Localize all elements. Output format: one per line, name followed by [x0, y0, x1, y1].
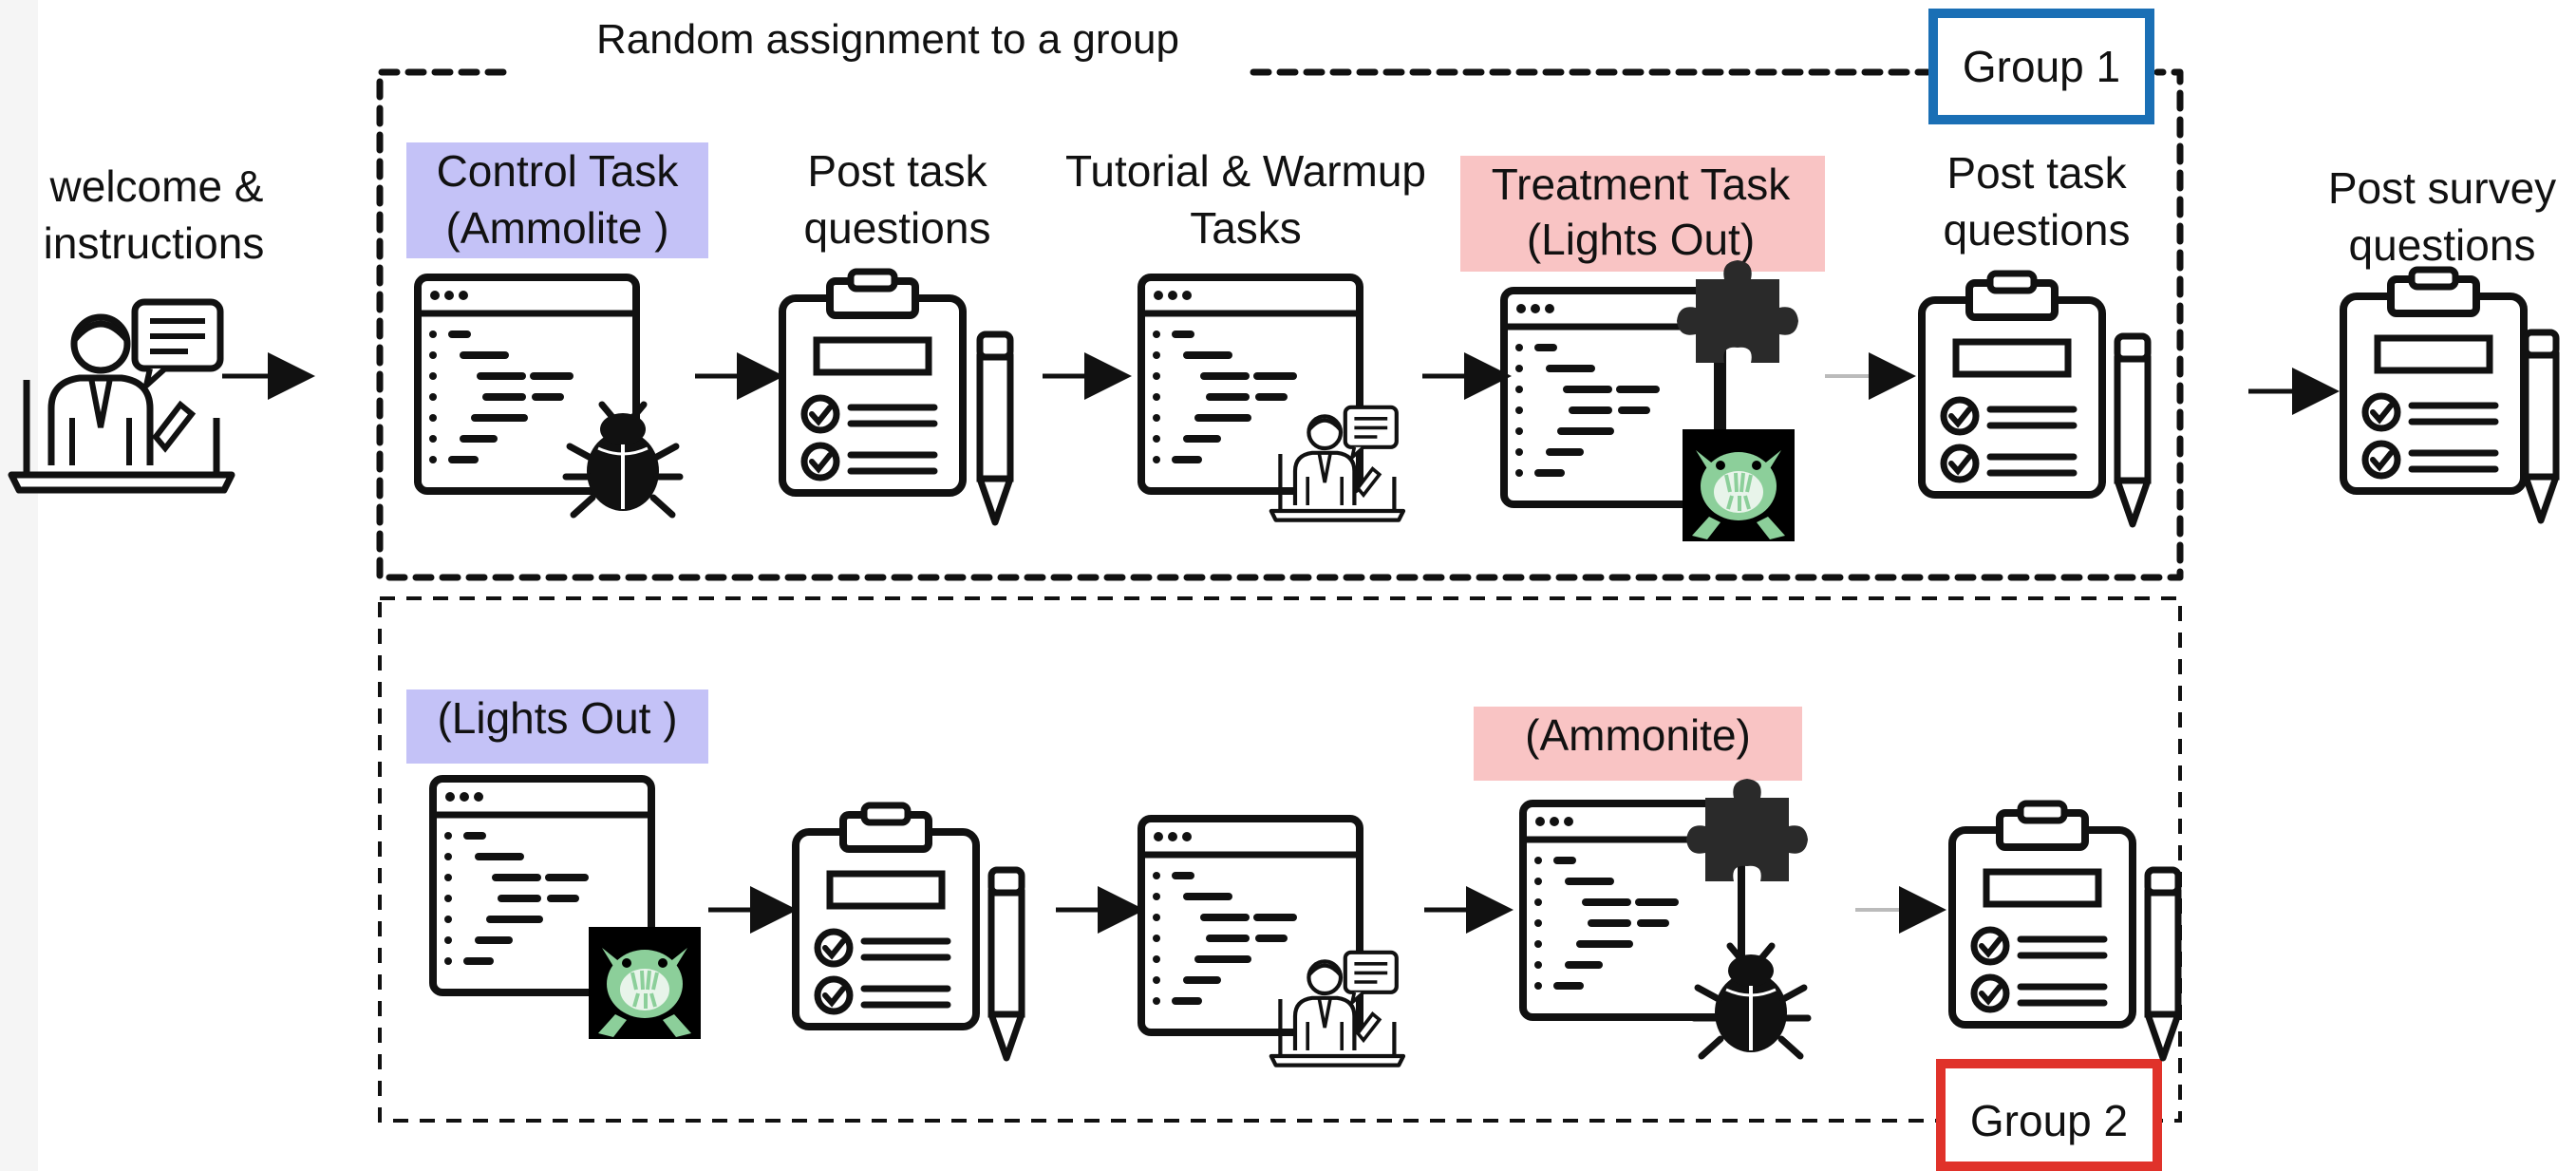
group2-dashed-box: [378, 596, 2182, 1123]
clipboard-checklist-icon: [1952, 803, 2133, 1025]
group1-tag-box: [1928, 9, 2154, 124]
group2-treatment-highlight: [1474, 707, 1802, 781]
pencil-icon: [2117, 336, 2148, 524]
pencil-icon: [991, 870, 1022, 1058]
group2-tag: Group 2: [1970, 1096, 2128, 1145]
pencil-icon: [2526, 332, 2556, 520]
group1-control-line1: Control Task: [437, 146, 680, 196]
group1-treatment-line2: (Lights Out): [1527, 215, 1755, 264]
bug-icon: [566, 405, 680, 515]
group2-control-line1: (Lights Out ): [437, 693, 677, 743]
group1-control-line2: (Ammolite ): [445, 203, 668, 253]
group1-treatment-line1: Treatment Task: [1492, 160, 1791, 209]
group1-post2-line1: Post task: [1946, 148, 2127, 198]
group1-post1-line2: questions: [804, 203, 991, 253]
puzzle-icon: [1686, 779, 1808, 881]
left-margin: [0, 0, 38, 1171]
teacher-laptop-icon: [1271, 948, 1403, 1066]
clipboard-checklist-icon: [782, 272, 963, 493]
pencil-icon: [2148, 870, 2178, 1058]
clipboard-checklist-icon: [2343, 270, 2524, 491]
group1-tutorial-line1: Tutorial & Warmup: [1065, 146, 1426, 196]
end-label-line2: questions: [2349, 220, 2536, 270]
teacher-laptop-icon: [11, 294, 232, 490]
group1-tutorial-line2: Tasks: [1190, 203, 1302, 253]
start-label-line2: instructions: [44, 218, 265, 268]
teacher-laptop-icon: [1271, 403, 1403, 520]
start-label-line1: welcome &: [49, 161, 264, 211]
group1-post1-line1: Post task: [807, 146, 987, 196]
group1-control-highlight: [406, 142, 708, 258]
group2-treatment-line1: (Ammonite): [1525, 710, 1751, 760]
end-label-line1: Post survey: [2328, 163, 2556, 213]
group1-treatment-highlight: [1460, 156, 1825, 272]
monster-icon: [1681, 427, 1796, 543]
group2-tag-box: [1936, 1059, 2162, 1171]
group2-control-highlight: [406, 689, 708, 764]
group1-post2-line2: questions: [1944, 205, 2131, 255]
pencil-icon: [980, 334, 1010, 522]
group1-tag: Group 1: [1963, 42, 2120, 91]
puzzle-icon: [1677, 260, 1798, 363]
assignment-label: Random assignment to a group: [596, 16, 1179, 63]
bug-icon: [1694, 946, 1808, 1056]
clipboard-checklist-icon: [1922, 274, 2102, 495]
clipboard-checklist-icon: [796, 805, 976, 1027]
monster-icon: [587, 925, 703, 1041]
group1-dashed-box: [376, 68, 2184, 581]
